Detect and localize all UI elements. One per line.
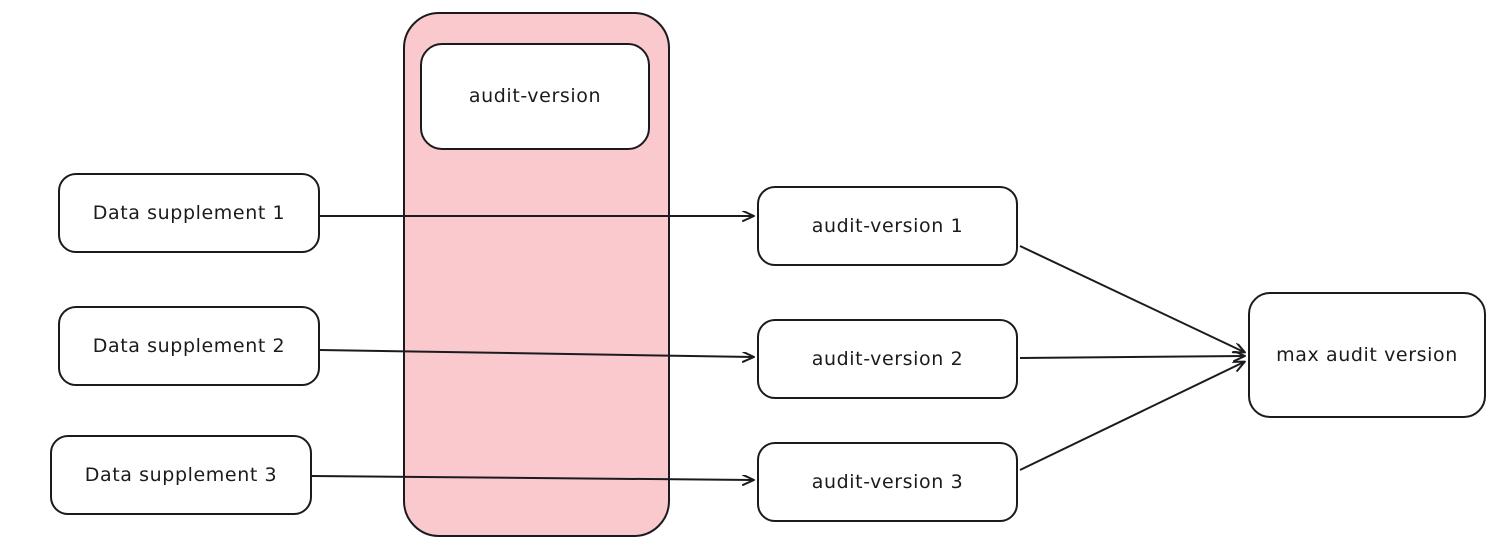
node-max-audit-version[interactable]: max audit version — [1248, 292, 1486, 418]
node-label: Data supplement 2 — [92, 334, 286, 357]
node-audit-version-2[interactable]: audit-version 2 — [757, 319, 1018, 399]
node-data-supplement-3[interactable]: Data supplement 3 — [50, 435, 312, 515]
edge-version-2-to-max — [1019, 356, 1244, 358]
node-label: audit-version 1 — [811, 214, 964, 237]
node-label: max audit version — [1276, 343, 1458, 366]
node-label: Data supplement 1 — [92, 201, 286, 224]
node-label: audit-version 2 — [811, 347, 964, 370]
group-label-text: audit-version — [468, 85, 602, 108]
group-label-node-audit-version[interactable]: audit-version — [420, 43, 650, 150]
edge-version-1-to-max — [1019, 245, 1244, 352]
node-label: audit-version 3 — [811, 470, 964, 493]
node-audit-version-3[interactable]: audit-version 3 — [757, 442, 1018, 522]
node-label: Data supplement 3 — [84, 463, 278, 486]
edge-version-3-to-max — [1019, 362, 1244, 471]
node-audit-version-1[interactable]: audit-version 1 — [757, 186, 1018, 266]
node-data-supplement-2[interactable]: Data supplement 2 — [58, 306, 320, 386]
node-data-supplement-1[interactable]: Data supplement 1 — [58, 173, 320, 253]
